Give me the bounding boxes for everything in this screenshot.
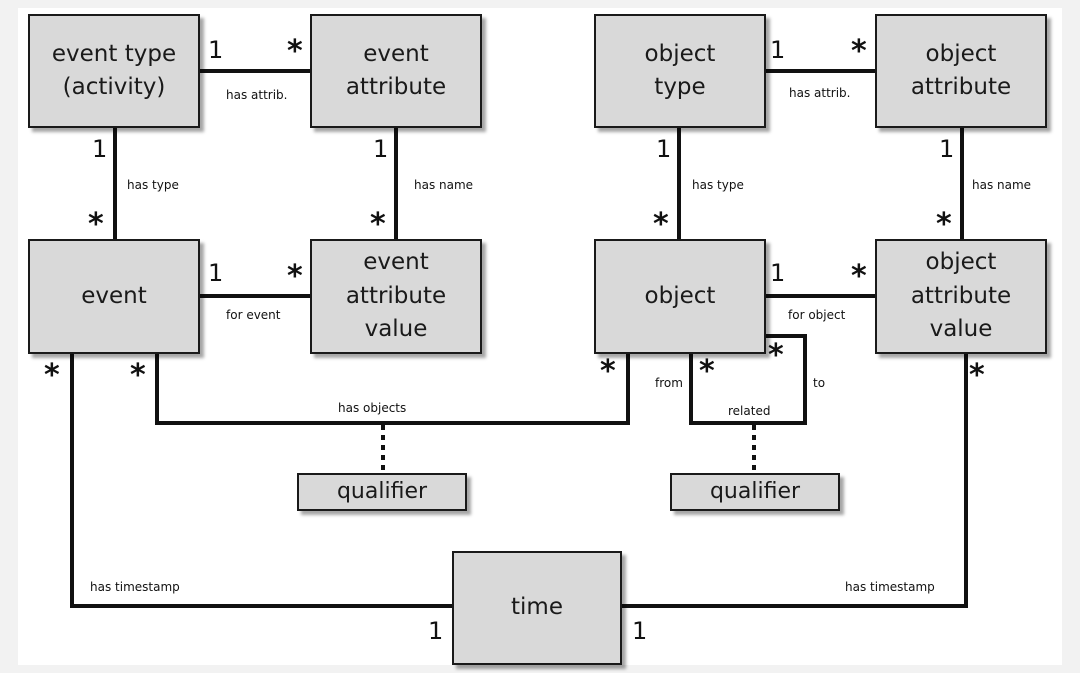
cardinality-one: 1 [632, 617, 648, 645]
entity-object-type: object type [594, 14, 766, 128]
cardinality-one: 1 [770, 36, 786, 64]
entity-time: time [452, 551, 622, 665]
entity-event: event [28, 239, 200, 354]
label-has-name-right: has name [972, 178, 1032, 192]
cardinality-many: * [768, 338, 784, 373]
cardinality-many: * [851, 259, 867, 294]
cardinality-many: * [936, 207, 952, 242]
edge-related [689, 334, 807, 425]
cardinality-many: * [699, 354, 715, 389]
cardinality-one: 1 [208, 36, 224, 64]
cardinality-many: * [851, 34, 867, 69]
label-related: related [728, 404, 771, 418]
label-has-objects: has objects [338, 401, 407, 415]
entity-object-attribute-value: object attribute value [875, 239, 1047, 354]
label-to: to [813, 376, 826, 390]
label-has-type-right: has type [692, 178, 744, 192]
cardinality-one: 1 [208, 259, 224, 287]
entity-event-attribute-value: event attribute value [310, 239, 482, 354]
cardinality-many: * [969, 358, 985, 393]
cardinality-one: 1 [770, 259, 786, 287]
label-from: from [655, 376, 683, 390]
cardinality-many: * [287, 259, 303, 294]
label-has-attrib-right: has attrib. [789, 86, 851, 100]
cardinality-many: * [600, 354, 616, 389]
cardinality-one: 1 [428, 617, 444, 645]
label-for-event: for event [226, 308, 281, 322]
entity-object: object [594, 239, 766, 354]
cardinality-many: * [88, 207, 104, 242]
edge-has-objects [155, 354, 630, 425]
label-has-name-left: has name [414, 178, 474, 192]
cardinality-many: * [370, 207, 386, 242]
cardinality-many: * [130, 358, 146, 393]
cardinality-one: 1 [373, 135, 389, 163]
cardinality-one: 1 [92, 135, 108, 163]
label-has-type-left: has type [127, 178, 179, 192]
entity-event-type: event type (activity) [28, 14, 200, 128]
entity-qualifier-right: qualifier [670, 473, 840, 511]
label-has-timestamp-left: has timestamp [90, 580, 180, 594]
entity-event-attribute: event attribute [310, 14, 482, 128]
cardinality-one: 1 [656, 135, 672, 163]
entity-object-attribute: object attribute [875, 14, 1047, 128]
label-for-object: for object [788, 308, 846, 322]
cardinality-many: * [287, 34, 303, 69]
cardinality-one: 1 [939, 135, 955, 163]
cardinality-many: * [44, 358, 60, 393]
entity-qualifier-left: qualifier [297, 473, 467, 511]
label-has-attrib-left: has attrib. [226, 88, 288, 102]
edge-event-has-timestamp [70, 354, 454, 608]
label-has-timestamp-right: has timestamp [845, 580, 935, 594]
edge-object-value-has-timestamp [621, 354, 968, 608]
cardinality-many: * [653, 207, 669, 242]
